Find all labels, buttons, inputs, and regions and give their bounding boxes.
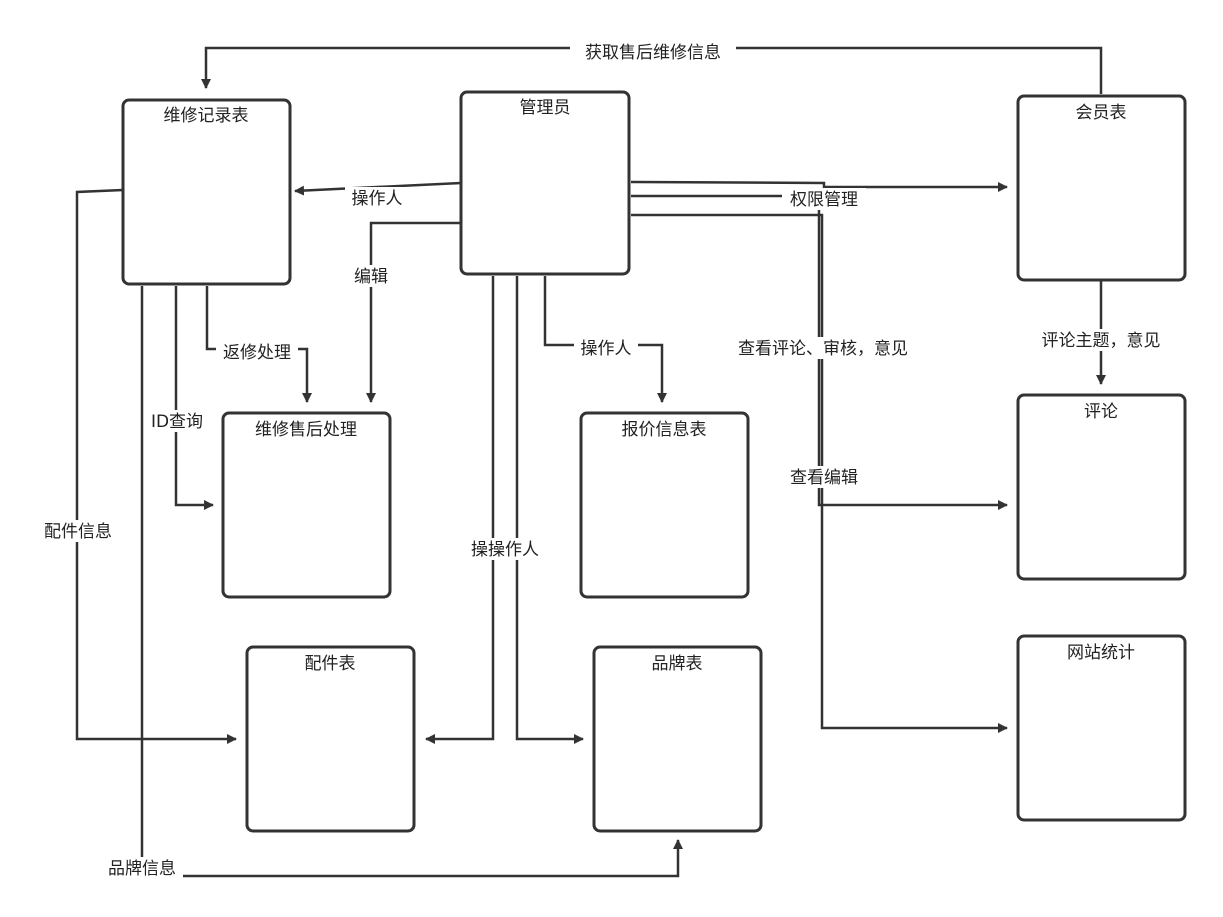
node-quotes[interactable]: 报价信息表	[579, 411, 750, 599]
node-after-sales[interactable]: 维修售后处理	[221, 411, 392, 599]
node-title: 品牌表	[652, 654, 703, 674]
label-parts-info: 配件信息	[44, 522, 112, 542]
edge-operator-to-brands	[515, 276, 584, 744]
edge-parts-info	[75, 188, 237, 744]
label-brand-info: 品牌信息	[108, 859, 176, 879]
label-operator-to-records: 操作人	[352, 189, 403, 209]
node-title: 网站统计	[1067, 643, 1135, 663]
node-admin[interactable]: 管理员	[459, 90, 631, 276]
node-title: 报价信息表	[622, 420, 707, 440]
label-permission-mgmt: 权限管理	[790, 190, 858, 210]
node-title: 维修售后处理	[255, 420, 357, 440]
label-id-query: ID查询	[151, 412, 203, 432]
node-maintenance-records[interactable]: 维修记录表	[121, 98, 292, 286]
node-brands[interactable]: 品牌表	[592, 645, 763, 833]
node-title: 配件表	[305, 654, 356, 674]
node-members[interactable]: 会员表	[1016, 94, 1187, 282]
node-title: 维修记录表	[164, 106, 249, 126]
label-view-review-opinion: 查看评论、审核，意见	[738, 339, 908, 359]
node-title: 评论	[1084, 402, 1118, 422]
label-rework: 返修处理	[223, 343, 291, 363]
label-edit: 编辑	[354, 267, 388, 287]
edge-id-query	[174, 286, 214, 510]
edge-brand-info	[140, 286, 683, 878]
node-comments[interactable]: 评论	[1016, 393, 1187, 581]
edge-permission-mgmt	[630, 180, 1008, 192]
label-operator-to-parts-brands: 操操作人	[471, 540, 539, 560]
edge-edit	[366, 221, 461, 403]
node-title: 管理员	[520, 98, 571, 118]
node-title: 会员表	[1076, 103, 1127, 123]
node-parts[interactable]: 配件表	[245, 645, 416, 833]
node-site-stats[interactable]: 网站统计	[1016, 634, 1187, 822]
label-view-edit: 查看编辑	[790, 468, 858, 488]
edge-labels: 获取售后维修信息 操作人 编辑 返修处理 ID查询 配件信息 品牌信息 操作人 …	[38, 40, 1172, 879]
label-get-after-sales-info: 获取售后维修信息	[585, 43, 721, 63]
label-comment-topic: 评论主题，意见	[1042, 331, 1161, 351]
label-operator-to-quotes: 操作人	[581, 339, 632, 359]
edge-operator-to-parts	[425, 276, 495, 744]
